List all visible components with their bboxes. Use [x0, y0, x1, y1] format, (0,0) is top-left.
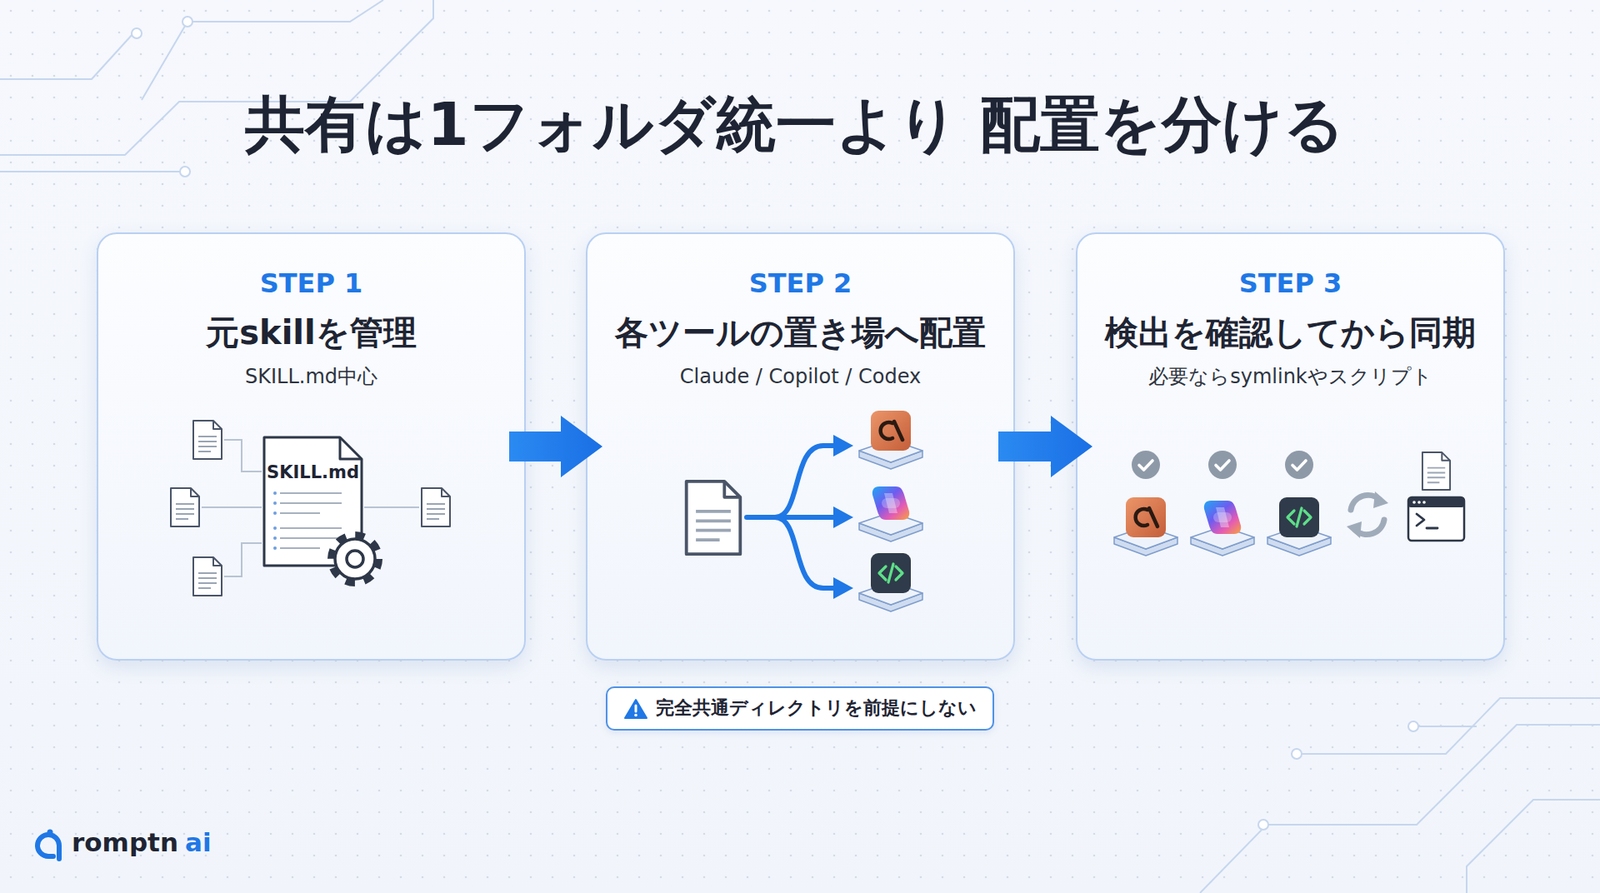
step-number: STEP 1 — [98, 267, 525, 300]
tool-platform — [859, 582, 923, 612]
text-line — [280, 537, 342, 540]
tool-platform — [1190, 526, 1255, 556]
check-mark — [1208, 450, 1237, 480]
small-document — [193, 420, 222, 460]
step-heading: 元skillを管理 — [98, 312, 525, 353]
step-card: STEP 2 各ツールの置き場へ配置 Claude / Copilot / Code… — [585, 232, 1015, 661]
step-number: STEP 3 — [1077, 267, 1504, 300]
small-document — [193, 557, 222, 596]
brand-mark — [37, 830, 60, 860]
bullet-dot — [273, 546, 277, 550]
warning-dot — [634, 713, 638, 717]
bullet-dot — [273, 511, 277, 515]
brand-name: romptn — [71, 827, 179, 859]
document-body — [264, 437, 362, 566]
codex-icon — [1279, 497, 1320, 538]
sync-icon — [1346, 491, 1389, 539]
step-subtitle: 必要ならsymlinkやスクリプト — [1077, 365, 1504, 390]
tool-platform — [859, 440, 923, 470]
flow-arrow — [509, 415, 603, 478]
bullet-dot — [273, 536, 277, 540]
terminal-icon — [1408, 497, 1465, 541]
step-heading: 各ツールの置き場へ配置 — [587, 312, 1014, 353]
document-outline — [261, 435, 365, 569]
warning-triangle — [625, 700, 647, 719]
source-document — [686, 481, 741, 555]
claude-icon — [1125, 497, 1166, 538]
text-line — [280, 547, 320, 550]
skill-document: SKILL.md — [261, 435, 365, 569]
text-line — [280, 492, 342, 495]
bullet-dot — [273, 491, 277, 495]
copilot-icon — [872, 486, 910, 520]
copilot-icon — [1204, 500, 1241, 535]
document-fold — [340, 437, 362, 460]
codex-icon — [870, 553, 911, 594]
brand-logo: romptnai — [71, 827, 212, 859]
warning-bar — [634, 705, 637, 712]
text-line — [280, 512, 320, 515]
step-number: STEP 2 — [587, 267, 1014, 300]
file-name: SKILL.md — [261, 462, 365, 484]
tool-platform — [1114, 526, 1178, 556]
bullet-dot — [273, 526, 277, 530]
branch-heads — [833, 435, 854, 600]
bullet-dot — [273, 501, 277, 505]
branch-lines — [746, 445, 837, 589]
doc-links — [201, 440, 420, 577]
step-subtitle: Claude / Copilot / Codex — [587, 365, 1014, 390]
small-document — [170, 488, 200, 527]
step-heading: 検出を確認してから同期 — [1077, 312, 1504, 353]
claude-icon — [870, 410, 911, 451]
tool-platform — [859, 512, 923, 542]
diagram-title: 共有は1フォルダ統一より 配置を分ける — [0, 88, 1600, 160]
warning-icon — [624, 698, 648, 720]
brand-suffix: ai — [185, 827, 212, 859]
warning-text: 完全共通ディレクトリを前提にしない — [655, 697, 977, 720]
step-card: STEP 1 元skillを管理 SKILL.md中心 SKILL.md — [96, 232, 526, 661]
step-subtitle: SKILL.md中心 — [98, 365, 525, 390]
step-card: STEP 3 検出を確認してから同期必要ならsymlinkやスクリプト — [1075, 232, 1505, 661]
tool-platform — [1267, 526, 1331, 556]
check-mark — [1285, 450, 1314, 480]
text-line — [280, 527, 342, 530]
small-document — [421, 488, 450, 527]
flow-arrow — [998, 415, 1093, 478]
warning-note: 完全共通ディレクトリを前提にしない — [605, 686, 995, 731]
script-document — [1422, 452, 1450, 490]
gear-icon — [331, 535, 379, 583]
text-line — [280, 502, 342, 505]
check-mark — [1131, 450, 1160, 480]
